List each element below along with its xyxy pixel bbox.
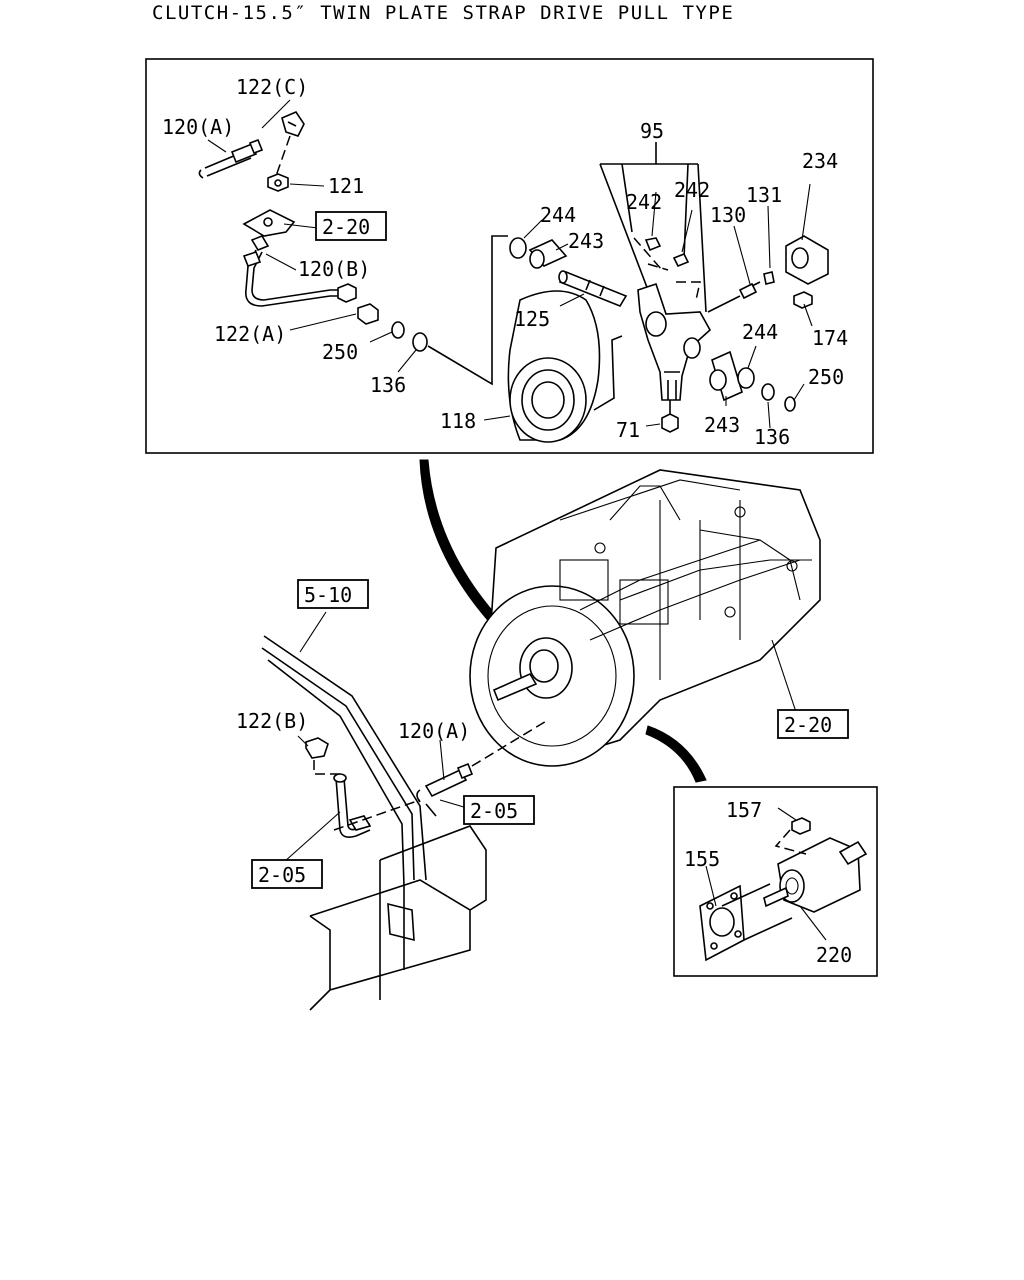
detail-frame-clutch-booster: [673, 786, 878, 977]
snap-ring-250-left: [391, 321, 405, 339]
spring-washer-131: [763, 271, 775, 285]
callout-243-bottom: 243: [704, 413, 740, 437]
callout-120a-bottom: 120(A): [398, 719, 470, 743]
callout-244-right: 244: [742, 320, 778, 344]
callout-122b: 122(B): [236, 709, 308, 733]
ref-box-2-05-left[interactable]: 2-05: [251, 859, 323, 889]
ref-box-2-05-mid[interactable]: 2-05: [463, 795, 535, 825]
callout-118: 118: [440, 409, 476, 433]
release-bearing-118: [507, 290, 601, 443]
callout-125: 125: [514, 307, 550, 331]
pin-242-b: [672, 252, 690, 268]
callout-250-left: 250: [322, 340, 358, 364]
detail-pointer-bottom: [645, 725, 707, 783]
callout-220: 220: [816, 943, 852, 967]
bolt-174: [793, 291, 813, 309]
callout-95: 95: [640, 119, 664, 143]
hose-fitting-120a-bottom: [416, 762, 474, 817]
bracket-234: [785, 235, 829, 285]
callout-121: 121: [328, 174, 364, 198]
callout-122c: 122(C): [236, 75, 308, 99]
hose-fitting-120a-top: [198, 138, 264, 179]
ref-box-5-10[interactable]: 5-10: [297, 579, 369, 609]
release-fork: [637, 282, 712, 401]
bushing-243-bottom: [709, 350, 743, 402]
bolt-157: [791, 817, 811, 835]
flange-155: [699, 884, 745, 962]
callout-group-95: [599, 142, 707, 313]
chassis-frame-rail: [261, 635, 487, 1011]
bolt-71: [661, 400, 679, 433]
callout-71: 71: [616, 418, 640, 442]
callout-136-right: 136: [754, 425, 790, 449]
washer-136-right: [761, 383, 775, 401]
svg-text:2-20: 2-20: [784, 713, 832, 737]
detail-frame-clutch-release: [145, 58, 874, 454]
page-title: CLUTCH-15.5″ TWIN PLATE STRAP DRIVE PULL…: [152, 2, 735, 24]
hose-assembly-lower: [333, 773, 372, 838]
callout-130: 130: [710, 203, 746, 227]
callout-120b: 120(B): [298, 257, 370, 281]
pin-242-a: [644, 237, 662, 252]
callout-155: 155: [684, 847, 720, 871]
svg-text:2-20: 2-20: [322, 215, 370, 239]
elbow-fitting-122b: [305, 737, 329, 759]
bracket-clip: [242, 209, 296, 237]
svg-text:5-10: 5-10: [304, 583, 352, 607]
nut-121: [267, 173, 289, 192]
bushing-243-top: [528, 239, 568, 269]
callout-250-right: 250: [808, 365, 844, 389]
ref-box-2-20-right[interactable]: 2-20: [777, 709, 849, 739]
seal-244-right: [737, 367, 755, 389]
ref-box-2-20-top[interactable]: 2-20: [315, 211, 387, 241]
leader-lines: [207, 99, 827, 941]
fitting-122a: [357, 303, 379, 325]
callout-244-top: 244: [540, 203, 576, 227]
callout-122a: 122(A): [214, 322, 286, 346]
shaft-125: [558, 270, 628, 307]
callout-242-a: 242: [626, 190, 662, 214]
bolt-130: [738, 281, 761, 300]
callout-234: 234: [802, 149, 838, 173]
snap-ring-250-right: [784, 396, 796, 412]
callout-174: 174: [812, 326, 848, 350]
callout-157: 157: [726, 798, 762, 822]
pipe-120b: [242, 235, 357, 307]
seal-244-top: [509, 237, 527, 259]
washer-136-left: [412, 332, 428, 352]
svg-text:2-05: 2-05: [258, 863, 306, 887]
callout-131: 131: [746, 183, 782, 207]
transmission-assembly: [469, 469, 821, 767]
callout-120a-top: 120(A): [162, 115, 234, 139]
svg-text:2-05: 2-05: [470, 799, 518, 823]
callout-136-left: 136: [370, 373, 406, 397]
elbow-fitting-122c: [281, 111, 305, 137]
cylinder-220: [763, 837, 868, 913]
callout-242-b: 242: [674, 178, 710, 202]
callout-243-top: 243: [568, 229, 604, 253]
